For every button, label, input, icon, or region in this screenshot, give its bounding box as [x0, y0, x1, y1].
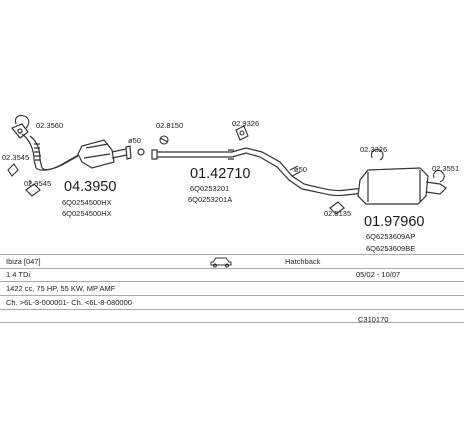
oem-number: 6Q6253609AP [366, 232, 415, 241]
hanger-rubber-icon [235, 125, 249, 141]
fitting-label: 02.3545 [2, 153, 29, 162]
part-number: 01.97960 [364, 214, 424, 230]
oem-number: 6Q0253201 [190, 184, 229, 193]
oem-number: 6Q0254500HX [62, 209, 112, 218]
info-row-spec: 1422 cc, 75 HP, 55 KW, MP AMF [0, 282, 464, 296]
reference-code: C310170 [358, 315, 389, 324]
info-row-ref: C310170 [0, 310, 464, 324]
fitting-label: 02.8150 [156, 121, 183, 130]
middle-pipe-assembly [151, 147, 313, 192]
bracket-icon [7, 163, 19, 177]
clamp-icon [289, 165, 301, 177]
hanger-rubber-icon [433, 169, 445, 183]
hanger-rubber-icon [159, 135, 169, 145]
fitting-label: 02.3326 [360, 145, 387, 154]
diameter-label: ø50 [128, 136, 141, 145]
bracket-icon [25, 180, 41, 197]
years-label: 05/02 - 10/07 [356, 270, 401, 279]
table-bottom-divider [0, 322, 464, 323]
hanger-rubber-icon [370, 148, 384, 161]
body-type-label: Hatchback [285, 257, 321, 266]
part-number: 04.3950 [64, 179, 116, 195]
fitting-label: 02.9326 [232, 119, 259, 128]
catalytic-converter-assembly [11, 123, 145, 171]
oem-number: 6Q6253609BE [366, 244, 415, 253]
engine-label: 1.4 TDi [6, 270, 31, 279]
bracket-icon [329, 201, 345, 215]
fitting-label: 02.9545 [24, 179, 51, 188]
oem-number: 6Q0253201A [188, 195, 232, 204]
fitting-label: 02.5135 [324, 209, 351, 218]
model-label: Ibiza [047] [6, 257, 41, 266]
info-row-engine: 1.4 TDi 05/02 - 10/07 [0, 268, 464, 282]
rear-silencer-assembly [311, 167, 447, 205]
fitting-label: 02.3560 [36, 121, 63, 130]
oem-number: 6Q0254500HX [62, 198, 112, 207]
spec-label: 1422 cc, 75 HP, 55 KW, MP AMF [6, 284, 116, 293]
clamp-icon [14, 114, 30, 129]
car-icon [210, 257, 232, 268]
info-row-chassis: Ch. >6L-3-000001- Ch. <6L-8-080000 [0, 296, 464, 310]
fitting-label: 02.3551 [432, 164, 459, 173]
chassis-label: Ch. >6L-3-000001- Ch. <6L-8-080000 [6, 298, 132, 307]
diameter-label: ø50 [294, 165, 307, 174]
info-row-model: Ibiza [047] Hatchback [0, 254, 464, 269]
part-number: 01.42710 [190, 166, 250, 182]
